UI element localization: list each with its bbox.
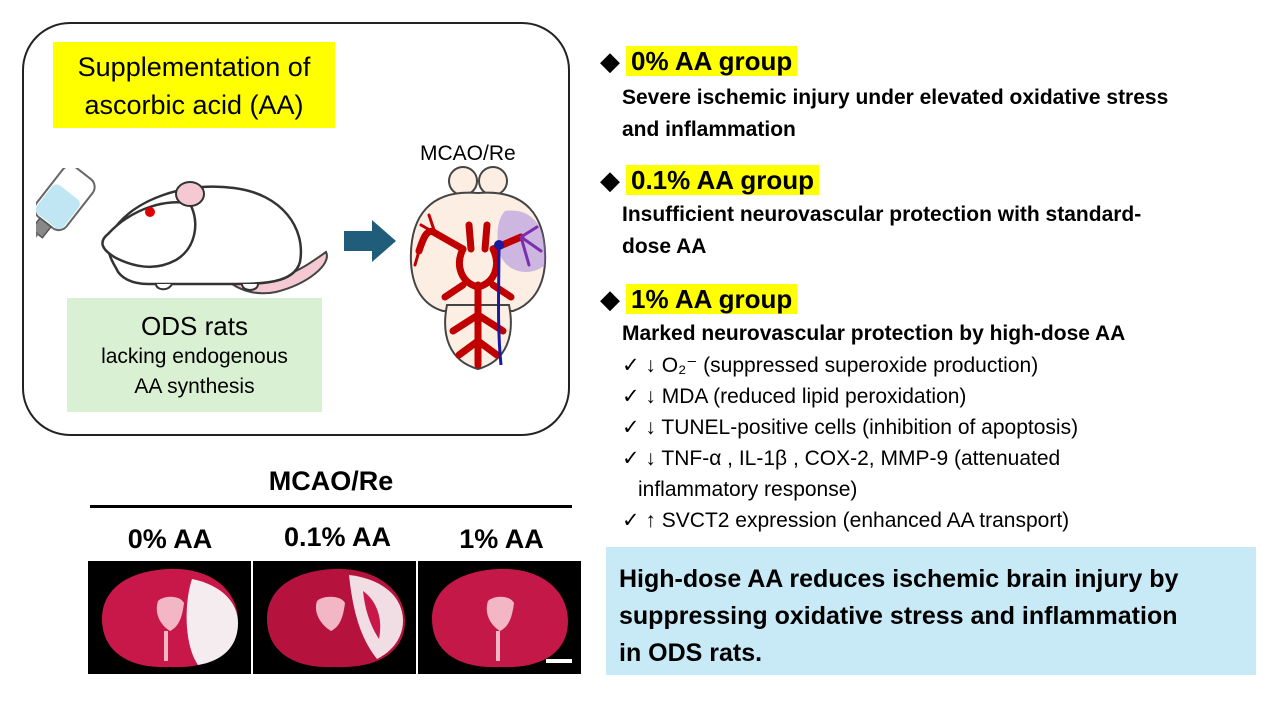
ttc-section-1pct [418, 561, 581, 674]
group-2-heading: ◆1% AA group [600, 284, 798, 315]
group-2-label: 1% AA group [626, 284, 798, 314]
group-0-description: Severe ischemic injury under elevated ox… [622, 82, 1168, 146]
ods-line-2: AA synthesis [134, 375, 255, 398]
supplementation-line-2: ascorbic acid (AA) [84, 90, 304, 120]
group-2-description: Marked neurovascular protection by high-… [622, 322, 1126, 345]
group-1-desc-line: Insufficient neurovascular protection wi… [622, 203, 1142, 226]
ttc-title: MCAO/Re [268, 466, 394, 496]
brain-mcao-illustration [409, 166, 547, 371]
occlusion-point [494, 240, 504, 250]
check-item: ✓ ↑ SVCT2 expression (enhanced AA transp… [622, 509, 1070, 532]
column-label-0: 0% AA [127, 524, 213, 554]
diamond-icon: ◆ [600, 46, 620, 76]
group-1-heading: ◆0.1% AA group [600, 165, 819, 196]
group-1-label: 0.1% AA group [626, 165, 819, 195]
ods-rats-box: ODS rats lacking endogenous AA synthesis [67, 298, 322, 412]
supplementation-label: Supplementation of ascorbic acid (AA) [53, 42, 335, 128]
group-0-label: 0% AA group [626, 46, 798, 76]
filament [497, 244, 503, 366]
group-1-description: Insufficient neurovascular protection wi… [622, 199, 1141, 263]
rat-ear [175, 181, 205, 207]
group-0-desc-line: and inflammation [622, 118, 796, 141]
ods-line-1: lacking endogenous [101, 345, 288, 368]
conclusion-line: High-dose AA reduces ischemic brain inju… [619, 565, 1179, 593]
rat-eye [145, 207, 155, 217]
conclusion-line: in ODS rats. [619, 639, 763, 667]
intervention-panel [22, 22, 570, 436]
rat-with-bottle-illustration [36, 168, 328, 295]
group-2-checklist: ✓ ↓ O₂⁻ (suppressed superoxide productio… [622, 350, 1078, 536]
mcao-label: MCAO/Re [420, 142, 516, 165]
rat-head [101, 201, 197, 268]
diamond-icon: ◆ [600, 165, 620, 195]
check-item: ✓ ↓ O₂⁻ (suppressed superoxide productio… [622, 354, 1039, 377]
diamond-icon: ◆ [600, 284, 620, 314]
check-item: ✓ ↓ TNF-α , IL-1β , COX-2, MMP-9 (attenu… [622, 447, 1061, 470]
supplementation-line-1: Supplementation of [77, 52, 311, 82]
water-bottle-icon [36, 168, 96, 246]
ttc-title-rule [90, 505, 572, 508]
ttc-section-0pct [88, 561, 251, 674]
conclusion-box: High-dose AA reduces ischemic brain inju… [606, 547, 1256, 675]
ods-title: ODS rats [141, 311, 248, 341]
check-item-continuation: inflammatory response) [638, 478, 858, 501]
check-item: ✓ ↓ MDA (reduced lipid peroxidation) [622, 385, 967, 408]
group-1-desc-line: dose AA [622, 235, 707, 258]
group-0-heading: ◆0% AA group [600, 46, 798, 77]
conclusion-line: suppressing oxidative stress and inflamm… [619, 602, 1178, 630]
column-label-2: 1% AA [459, 524, 544, 554]
right-arrow-icon [344, 220, 396, 262]
check-item: ✓ ↓ TUNEL-positive cells (inhibition of … [622, 416, 1079, 439]
group-0-desc-line: Severe ischemic injury under elevated ox… [622, 86, 1169, 109]
ttc-section-0-1pct [253, 561, 416, 674]
column-label-1: 0.1% AA [283, 522, 392, 552]
scale-bar [546, 659, 572, 663]
